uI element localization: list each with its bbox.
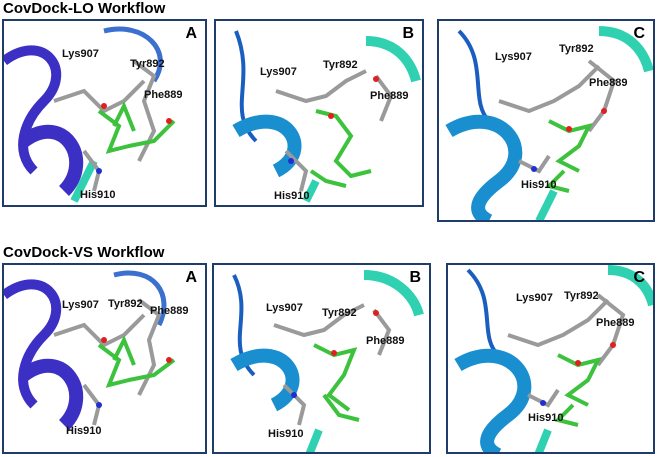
label-lys907: Lys907 [260,66,297,78]
label-phe889: Phe889 [370,90,409,102]
label-lys907: Lys907 [516,292,553,304]
label-lys907: Lys907 [266,302,303,314]
panel-letter: B [402,25,414,42]
section-title-vs: CovDock-VS Workflow [3,244,165,261]
label-lys907: Lys907 [62,48,99,60]
panel-letter: A [185,269,197,286]
panel-letter: B [409,269,421,286]
panel-letter: C [633,269,645,286]
label-his910: His910 [66,425,102,437]
panel-letter: A [185,25,197,42]
label-phe889: Phe889 [596,317,635,329]
label-tyr892: Tyr892 [559,43,594,55]
label-his910: His910 [521,179,557,191]
label-phe889: Phe889 [150,305,189,317]
molecular-render [454,265,653,452]
label-tyr892: Tyr892 [108,298,143,310]
label-lys907: Lys907 [495,51,532,63]
panel-lo-c: C Lys907 Tyr892 Phe889 His910 [437,19,655,222]
molecular-render [230,270,424,452]
panel-letter: C [633,25,645,42]
panel-vs-c: C Lys907 Tyr892 Phe889 His910 [446,263,655,454]
label-his910: His910 [268,428,304,440]
label-tyr892: Tyr892 [323,59,358,71]
molecular-render [4,270,176,430]
label-phe889: Phe889 [366,335,405,347]
molecular-render [4,26,176,203]
label-tyr892: Tyr892 [564,290,599,302]
molecular-render [232,30,421,203]
label-his910: His910 [80,189,116,201]
panel-vs-a: A Lys907 Tyr892 Phe889 His910 [2,263,207,454]
panel-lo-a: A Lys907 Tyr892 Phe889 His910 [2,19,207,207]
label-his910: His910 [274,190,310,202]
section-title-lo: CovDock-LO Workflow [3,0,166,17]
molecular-render [445,26,653,220]
panel-lo-b: B Lys907 Tyr892 Phe889 His910 [214,19,424,207]
label-phe889: Phe889 [589,77,628,89]
label-lys907: Lys907 [62,299,99,311]
panel-vs-b: B Lys907 Tyr892 Phe889 His910 [212,263,431,454]
label-phe889: Phe889 [144,89,183,101]
label-tyr892: Tyr892 [130,58,165,70]
label-tyr892: Tyr892 [322,307,357,319]
label-his910: His910 [528,412,564,424]
